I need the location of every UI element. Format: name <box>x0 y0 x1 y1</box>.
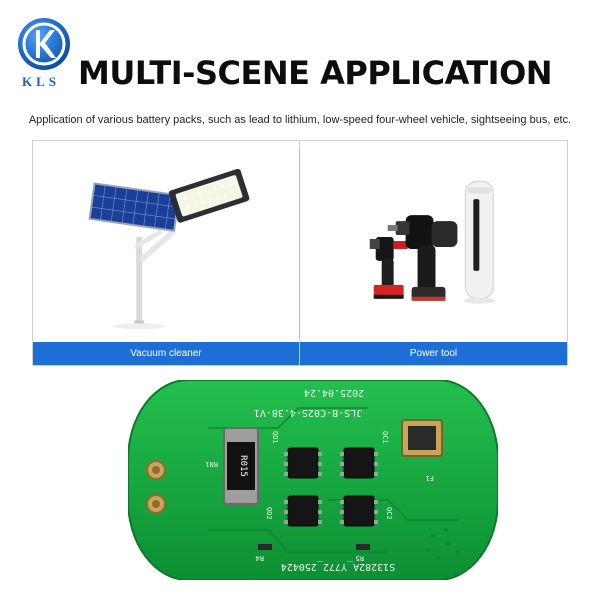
panel-divider <box>299 148 300 338</box>
logo-text: KLS <box>22 74 61 89</box>
label-r4: R4 <box>256 554 264 562</box>
page-title: MULTI-SCENE APPLICATION <box>78 54 553 92</box>
label-qc1: QC1 <box>381 431 389 444</box>
scene-panel-power-tool: Power tool <box>300 140 568 366</box>
page-subtitle: Application of various battery packs, su… <box>28 114 572 126</box>
label-f1: F1 <box>426 474 434 482</box>
kls-logo-icon <box>18 18 70 70</box>
label-rn1: RN1 <box>205 460 218 468</box>
label-qd1: QD1 <box>271 431 279 444</box>
label-qc2: QC2 <box>385 507 393 520</box>
caption-vacuum-cleaner: Vacuum cleaner <box>33 342 299 365</box>
bms-pcb-board-image: R015 2025.04.24 JLS-B-C02S-4.38-V1 S1328… <box>128 380 498 580</box>
solar-street-light-image <box>88 168 250 330</box>
resistor-label: R015 <box>238 455 248 477</box>
pcb-date: 2025.04.24 <box>304 387 364 398</box>
power-tool-image <box>369 180 496 304</box>
caption-power-tool: Power tool <box>300 342 567 365</box>
label-qd2: QD2 <box>265 507 273 520</box>
pcb-bottom-code: S13282A_Y772_250424 <box>281 561 395 572</box>
pcb-model: JLS-B-C02S-4.38-V1 <box>254 407 362 418</box>
scene-panel-vacuum: Vacuum cleaner <box>32 140 300 366</box>
label-r5: R5 <box>356 554 364 562</box>
